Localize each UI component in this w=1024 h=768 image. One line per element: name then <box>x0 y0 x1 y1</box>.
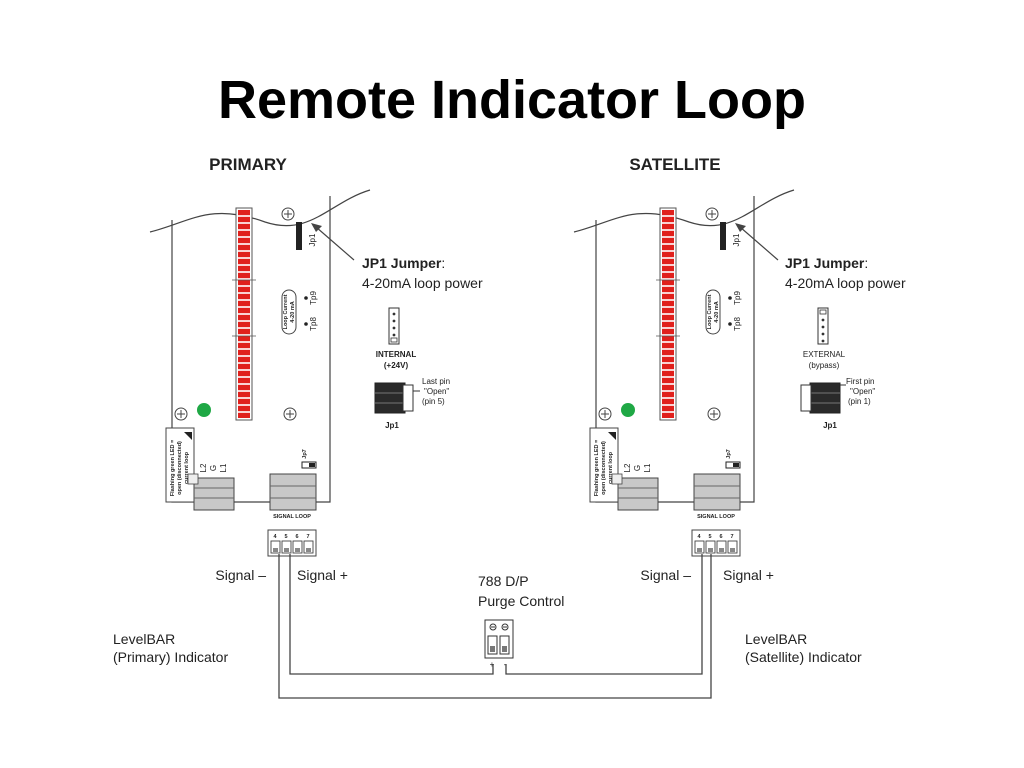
satellite-led-note-2: open (disconnected) <box>601 441 607 495</box>
satellite-terminal-4: 4 <box>697 534 701 540</box>
purge-minus: - <box>504 660 507 669</box>
primary-controller: PRIMARY Jp1 Tp9 Tp8 Loop Current 4-20 mA… <box>113 155 483 665</box>
satellite-jumper-desc: 4-20mA loop power <box>785 275 906 291</box>
primary-power-term-l2: L2 <box>199 463 208 472</box>
satellite-power-term-g: G <box>633 465 642 471</box>
primary-jp1-block-icon <box>374 382 420 414</box>
primary-board: Jp1 Tp9 Tp8 Loop Current 4-20 mA Jp7 Fla… <box>149 189 371 557</box>
purge-plus: + <box>490 660 495 669</box>
primary-indicator-name: LevelBAR <box>113 631 175 647</box>
satellite-led-note-1: Flashing green LED = <box>594 440 600 496</box>
satellite-terminal-6: 6 <box>719 534 722 540</box>
primary-terminal-5: 5 <box>284 534 287 540</box>
satellite-terminal-7: 7 <box>730 534 733 540</box>
primary-power-term-g: G <box>209 465 218 471</box>
primary-led-note-1: Flashing green LED = <box>170 440 176 496</box>
primary-signal-plus: Signal + <box>297 567 348 583</box>
primary-signal-minus: Signal – <box>215 567 266 583</box>
primary-jumper-desc: 4-20mA loop power <box>362 275 483 291</box>
satellite-terminal-5: 5 <box>708 534 711 540</box>
page-title: Remote Indicator Loop <box>218 70 806 130</box>
purge-control: 788 D/P Purge Control + - <box>478 573 564 669</box>
satellite-loop-current-range: 4-20 mA <box>714 301 720 322</box>
primary-jumper-title: JP1 Jumper: <box>362 255 445 271</box>
primary-jp1-caption: Jp1 <box>385 421 399 430</box>
satellite-jp1-caption: Jp1 <box>823 421 837 430</box>
primary-terminal-7: 7 <box>306 534 309 540</box>
satellite-jumper-header-icon <box>817 307 829 345</box>
primary-jp1-board-label: Jp1 <box>308 233 317 246</box>
satellite-setting-1: EXTERNAL <box>803 350 846 359</box>
purge-line-1: 788 D/P <box>478 573 529 589</box>
primary-terminal-4: 4 <box>273 534 277 540</box>
primary-jp7-label: Jp7 <box>302 449 308 458</box>
satellite-heading: SATELLITE <box>629 155 720 174</box>
satellite-controller: SATELLITE Jp1 Tp9 Tp8 Loop Current 4-20 … <box>573 155 906 665</box>
satellite-signal-plus: Signal + <box>723 567 774 583</box>
satellite-power-term-l1: L1 <box>643 463 652 472</box>
satellite-led-note-3: current loop <box>608 451 614 484</box>
primary-pin-note-3: (pin 5) <box>422 397 445 406</box>
primary-power-term-l1: L1 <box>219 463 228 472</box>
satellite-loop-current-label: Loop Current <box>707 294 713 329</box>
satellite-tp9-label: Tp9 <box>733 291 742 305</box>
primary-terminal-6: 6 <box>295 534 298 540</box>
primary-setting-1: INTERNAL <box>376 350 417 359</box>
satellite-pin-note-1: First pin <box>846 377 874 386</box>
primary-jumper-header-icon <box>388 307 400 345</box>
satellite-indicator-name: LevelBAR <box>745 631 807 647</box>
satellite-signal-loop-label: SIGNAL LOOP <box>697 514 735 520</box>
satellite-arrow-icon <box>735 223 746 232</box>
primary-led-note-2: open (disconnected) <box>177 441 183 495</box>
satellite-jp1-block-icon <box>800 382 846 414</box>
primary-pin-note-1: Last pin <box>422 377 450 386</box>
primary-indicator-desc: (Primary) Indicator <box>113 649 228 665</box>
primary-loop-current-range: 4-20 mA <box>290 301 296 322</box>
satellite-power-term-l2: L2 <box>623 463 632 472</box>
satellite-board: Jp1 Tp9 Tp8 Loop Current 4-20 mA Jp7 Fla… <box>573 189 795 557</box>
primary-led-note-3: current loop <box>184 451 190 484</box>
satellite-setting-2: (bypass) <box>809 361 840 370</box>
satellite-jp7-label: Jp7 <box>726 449 732 458</box>
primary-heading: PRIMARY <box>209 155 287 174</box>
satellite-pin-note-2: "Open" <box>850 387 875 396</box>
primary-tp9-label: Tp9 <box>309 291 318 305</box>
primary-loop-current-label: Loop Current <box>283 294 289 329</box>
satellite-signal-minus: Signal – <box>640 567 691 583</box>
purge-terminal-icon <box>484 619 514 659</box>
purge-line-2: Purge Control <box>478 593 564 609</box>
satellite-indicator-desc: (Satellite) Indicator <box>745 649 862 665</box>
primary-tp8-label: Tp8 <box>309 317 318 331</box>
primary-arrow-icon <box>311 223 322 232</box>
loop-wiring <box>278 554 712 699</box>
primary-pin-note-2: "Open" <box>424 387 449 396</box>
satellite-jumper-title: JP1 Jumper: <box>785 255 868 271</box>
satellite-jp1-board-label: Jp1 <box>732 233 741 246</box>
satellite-pin-note-3: (pin 1) <box>848 397 871 406</box>
satellite-tp8-label: Tp8 <box>733 317 742 331</box>
primary-setting-2: (+24V) <box>384 361 409 370</box>
primary-signal-loop-label: SIGNAL LOOP <box>273 514 311 520</box>
